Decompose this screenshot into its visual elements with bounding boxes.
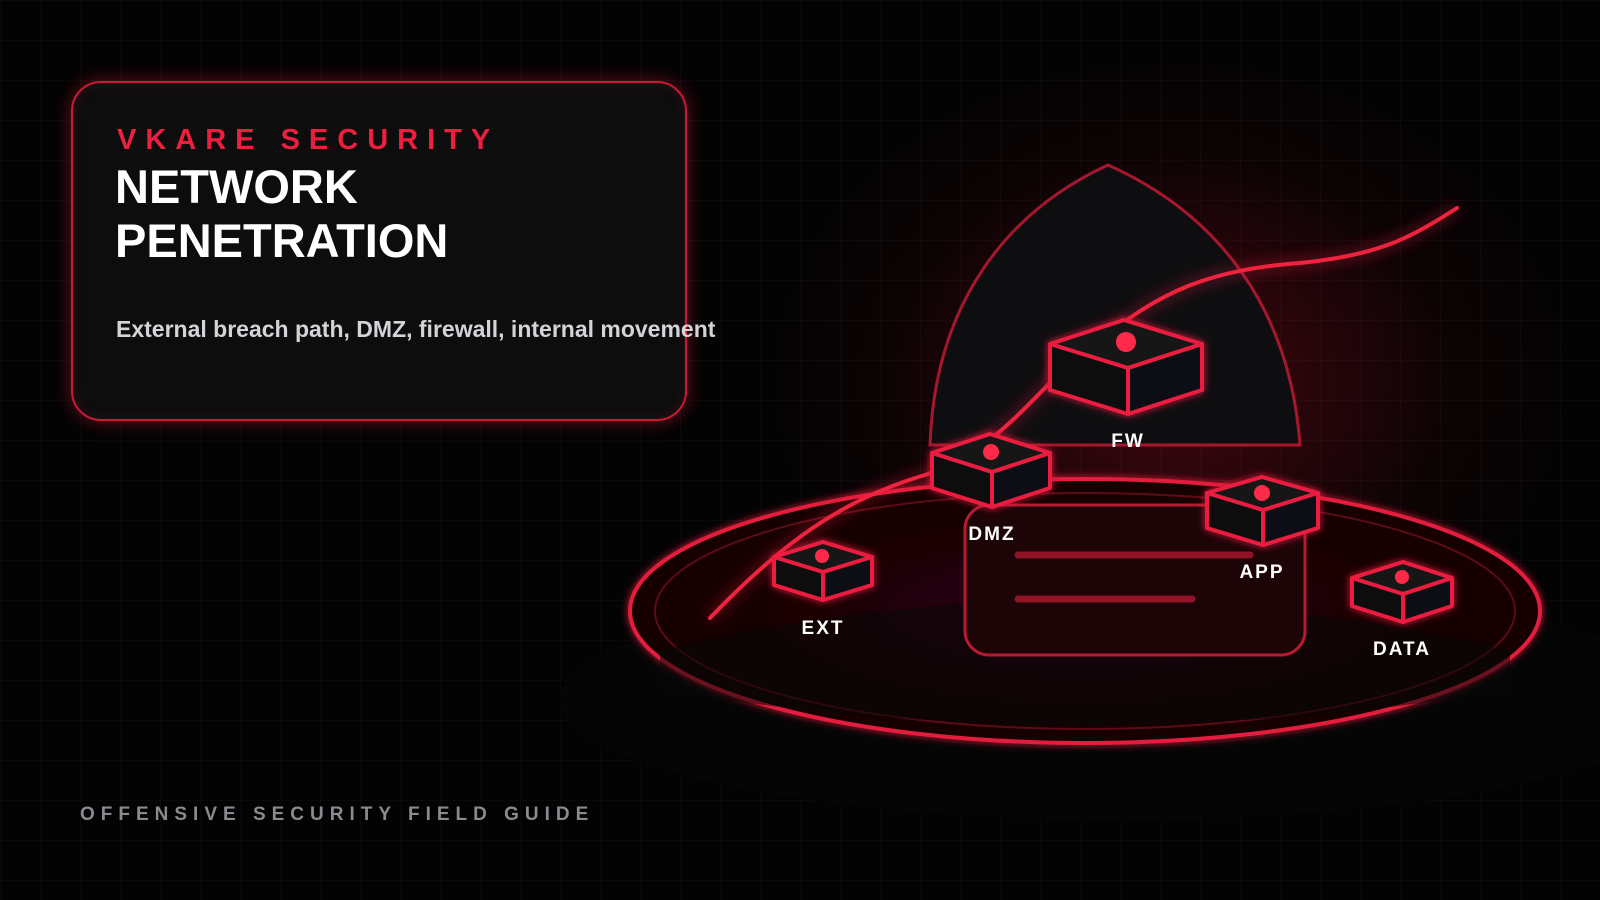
node-app (1205, 475, 1320, 547)
node-fw (1048, 318, 1204, 416)
node-label-dmz: DMZ (968, 524, 1015, 545)
node-label-ext: EXT (802, 618, 845, 639)
node-label-fw: FW (1111, 431, 1145, 452)
platform-inner-ring (654, 492, 1516, 730)
node-label-data: DATA (1373, 639, 1431, 660)
footer-caption: OFFENSIVE SECURITY FIELD GUIDE (80, 804, 595, 825)
data-indicator-light (1395, 570, 1409, 584)
ext-indicator-light (815, 549, 829, 563)
node-ext (772, 540, 874, 602)
internal-network-panel (963, 503, 1307, 657)
page-title: NETWORK PENETRATION (115, 160, 449, 267)
node-dmz (930, 432, 1052, 509)
firewall-dome (928, 163, 1302, 447)
page-subtitle: External breach path, DMZ, firewall, int… (116, 316, 716, 342)
node-label-app: APP (1239, 562, 1284, 583)
dmz-indicator-light (983, 444, 999, 460)
fw-indicator-light (1116, 332, 1136, 352)
brand-label: VKARE SECURITY (117, 124, 500, 156)
app-indicator-light (1254, 485, 1270, 501)
node-data (1350, 560, 1454, 624)
title-card (71, 81, 687, 421)
